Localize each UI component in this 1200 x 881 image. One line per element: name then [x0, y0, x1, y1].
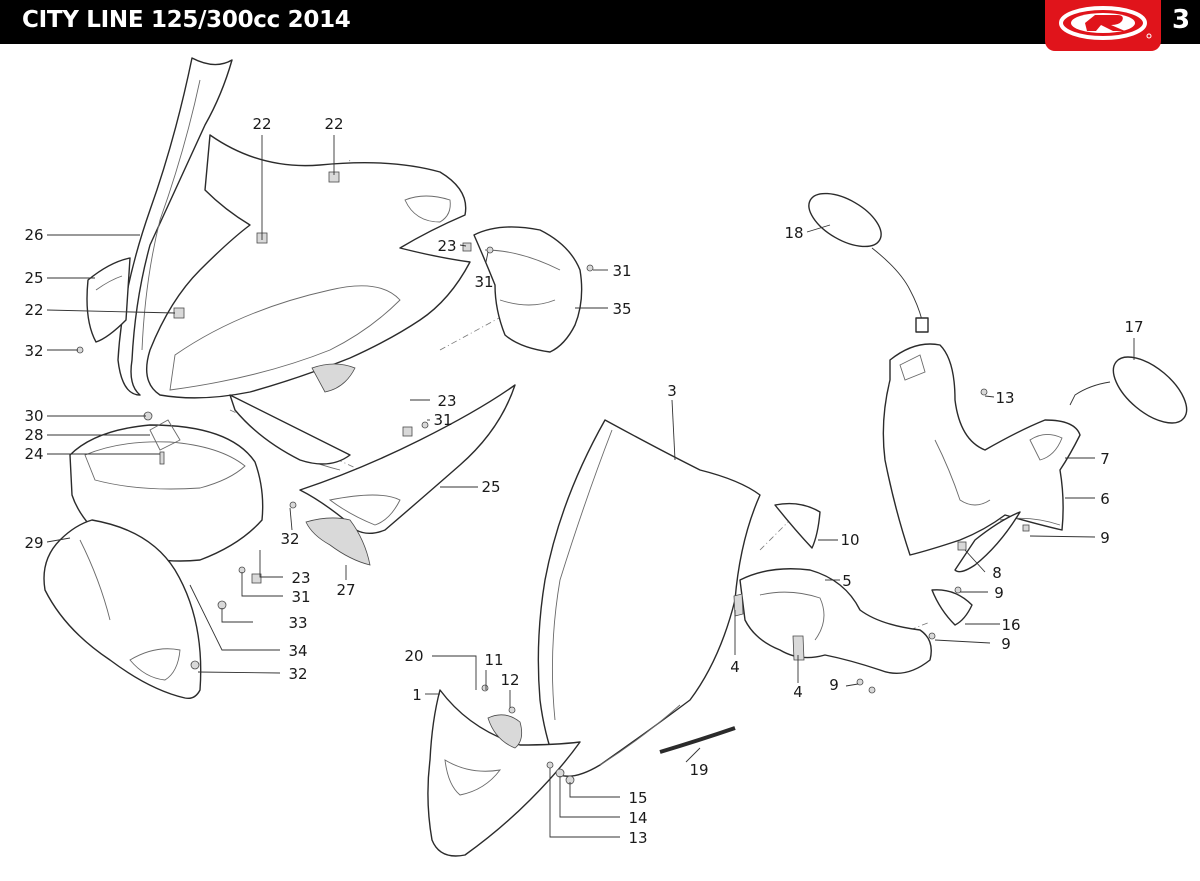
callout-20: 20 — [404, 647, 423, 665]
part-10-cover-piece — [774, 502, 821, 549]
callout-8: 8 — [992, 564, 1002, 582]
callout-19: 19 — [689, 761, 708, 779]
callout-6: 6 — [1100, 490, 1110, 508]
callout-22: 22 — [324, 115, 343, 133]
callout-30: 30 — [24, 407, 43, 425]
callout-22: 22 — [252, 115, 271, 133]
callout-13: 13 — [995, 389, 1014, 407]
part-26-inner-panel — [117, 57, 233, 396]
callout-14: 14 — [628, 809, 647, 827]
callout-18: 18 — [784, 224, 803, 242]
callout-16: 16 — [1001, 616, 1020, 634]
callout-22: 22 — [24, 301, 43, 319]
callout-35: 35 — [612, 300, 631, 318]
callout-24: 24 — [24, 445, 43, 463]
callout-31: 31 — [612, 262, 631, 280]
callout-13: 13 — [628, 829, 647, 847]
callout-29: 29 — [24, 534, 43, 552]
part-18-mirror-left — [808, 192, 929, 333]
header-bar: CITY LINE 125/300cc 2014 — [0, 0, 1200, 44]
callout-25: 25 — [481, 478, 500, 496]
part-3-windscreen — [537, 419, 761, 777]
part-7-handlebar-cover — [882, 343, 1081, 573]
part-35-inner-bracket — [473, 226, 583, 353]
front-shield-upper — [146, 134, 471, 471]
callout-11: 11 — [484, 651, 503, 669]
rieju-logo-icon — [1059, 6, 1152, 40]
callout-labels: 22 22 26 25 22 32 23 31 31 35 30 28 24 2… — [24, 115, 1143, 847]
callout-9: 9 — [1001, 635, 1011, 653]
callout-23: 23 — [437, 237, 456, 255]
callout-5: 5 — [842, 572, 852, 590]
callout-9: 9 — [829, 676, 839, 694]
callout-34: 34 — [288, 642, 307, 660]
callout-leaders — [46, 135, 1135, 838]
part-5-inner-panel — [733, 568, 932, 674]
callout-4: 4 — [793, 683, 803, 701]
callout-1: 1 — [412, 686, 422, 704]
callout-17: 17 — [1124, 318, 1143, 336]
part-27-mesh-grille — [305, 517, 371, 566]
callout-23: 23 — [437, 392, 456, 410]
callout-15: 15 — [628, 789, 647, 807]
callout-31: 31 — [474, 273, 493, 291]
part-19-trim-strip — [659, 726, 736, 754]
callout-9: 9 — [994, 584, 1004, 602]
callout-31: 31 — [433, 411, 452, 429]
callout-28: 28 — [24, 426, 43, 444]
callout-7: 7 — [1100, 450, 1110, 468]
brand-badge — [1045, 0, 1161, 51]
callout-31: 31 — [291, 588, 310, 606]
callout-32: 32 — [24, 342, 43, 360]
callout-3: 3 — [667, 382, 677, 400]
part-1-nose-panel — [427, 689, 581, 857]
callout-25: 25 — [24, 269, 43, 287]
callout-32: 32 — [280, 530, 299, 548]
callout-33: 33 — [288, 614, 307, 632]
callout-23: 23 — [291, 569, 310, 587]
callout-10: 10 — [840, 531, 859, 549]
part-17-mirror-right — [1069, 356, 1188, 424]
part-16-cover-piece — [931, 589, 973, 626]
callout-26: 26 — [24, 226, 43, 244]
part-29-front-fender — [43, 519, 202, 700]
callout-12: 12 — [500, 671, 519, 689]
callout-4: 4 — [730, 658, 740, 676]
callout-27: 27 — [336, 581, 355, 599]
page-number: 3 — [1171, 5, 1191, 35]
page-title: CITY LINE 125/300cc 2014 — [22, 7, 351, 33]
part-25-side-cover — [86, 257, 131, 343]
callout-32: 32 — [288, 665, 307, 683]
callout-9: 9 — [1100, 529, 1110, 547]
